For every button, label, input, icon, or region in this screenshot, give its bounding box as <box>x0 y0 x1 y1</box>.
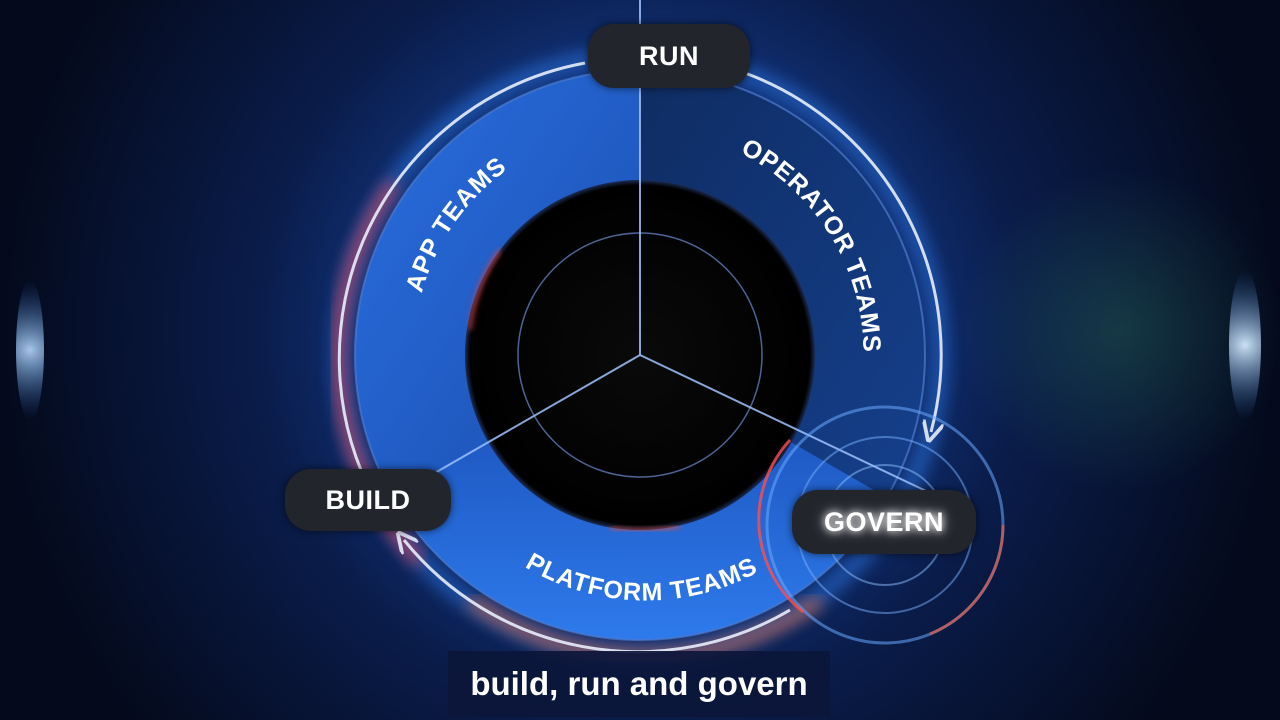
center-rim-red-bottom <box>609 524 681 533</box>
side-flare-right <box>1229 270 1261 420</box>
divider-govern <box>639 354 946 501</box>
govern-node: GOVERN <box>792 490 976 554</box>
segment-operator-teams <box>640 70 925 498</box>
build-label: BUILD <box>325 484 411 515</box>
subtitle-caption: build, run and govern <box>448 651 830 717</box>
govern-label: GOVERN <box>823 506 945 537</box>
run-label: RUN <box>639 40 699 71</box>
side-flare-left <box>16 280 44 420</box>
arrow-build-to-run <box>337 61 586 501</box>
center-rim-red <box>468 249 502 331</box>
build-node: BUILD <box>285 469 451 531</box>
segment-app-teams <box>355 70 640 498</box>
arrow-govern-to-build <box>404 540 791 654</box>
caption-text: build, run and govern <box>470 665 808 702</box>
arrow-run-to-govern <box>744 71 941 432</box>
run-node: RUN <box>588 24 750 88</box>
